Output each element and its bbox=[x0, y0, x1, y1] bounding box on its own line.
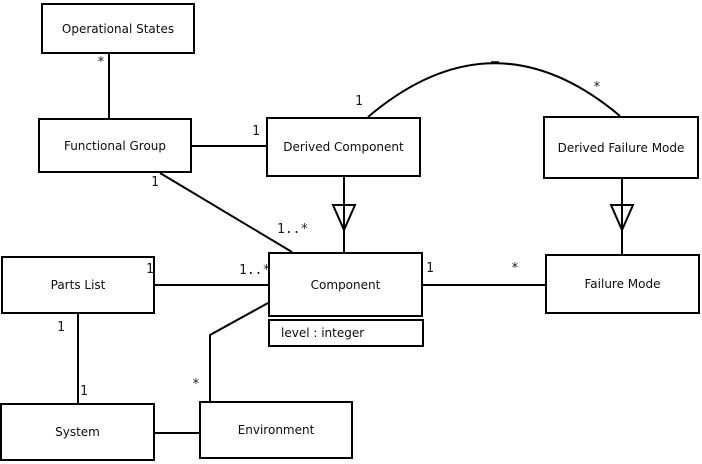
multiplicity-label: 1 bbox=[146, 262, 154, 277]
class-name: Derived Failure Mode bbox=[557, 140, 685, 155]
class-name: Operational States bbox=[61, 21, 175, 36]
class-environment[interactable]: Environment bbox=[199, 401, 353, 459]
generalization-triangle-icon bbox=[331, 204, 357, 233]
class-operational-states[interactable]: Operational States bbox=[41, 3, 195, 54]
multiplicity-label: 1 bbox=[355, 94, 363, 109]
multiplicity-label: 1..* bbox=[277, 222, 309, 237]
class-name: Functional Group bbox=[63, 138, 167, 153]
edge-arc-derived-component-derived-failure-mode bbox=[367, 62, 621, 118]
class-parts-list[interactable]: Parts List bbox=[1, 256, 155, 314]
edge-functional-group-component bbox=[159, 172, 293, 253]
multiplicity-label: * bbox=[511, 261, 519, 276]
attribute-text: level : integer bbox=[281, 326, 365, 340]
multiplicity-label: 1..* bbox=[239, 263, 271, 278]
class-functional-group[interactable]: Functional Group bbox=[38, 118, 192, 173]
class-name: Environment bbox=[237, 423, 315, 437]
class-system[interactable]: System bbox=[0, 403, 155, 461]
class-name: Failure Mode bbox=[584, 277, 661, 291]
multiplicity-label: 1 bbox=[252, 124, 260, 139]
class-derived-failure-mode[interactable]: Derived Failure Mode bbox=[543, 116, 699, 179]
multiplicity-label: 1 bbox=[80, 384, 88, 399]
multiplicity-label: * bbox=[97, 55, 105, 70]
generalization-triangle-icon bbox=[609, 204, 635, 233]
class-name: Component bbox=[310, 277, 381, 292]
class-failure-mode[interactable]: Failure Mode bbox=[545, 254, 700, 314]
class-derived-component[interactable]: Derived Component bbox=[266, 117, 421, 177]
class-component-attributes[interactable]: level : integer bbox=[268, 319, 424, 347]
class-name: Parts List bbox=[50, 278, 106, 292]
multiplicity-label: 1 bbox=[426, 261, 434, 276]
class-name: System bbox=[55, 425, 100, 439]
multiplicity-label: 1 bbox=[151, 175, 159, 190]
edge-environment-component bbox=[209, 302, 269, 401]
class-name: Derived Component bbox=[283, 140, 404, 154]
class-component[interactable]: Component bbox=[268, 252, 423, 317]
multiplicity-label: * bbox=[593, 80, 601, 95]
multiplicity-label: 1 bbox=[57, 320, 65, 335]
multiplicity-label: * bbox=[192, 377, 200, 392]
